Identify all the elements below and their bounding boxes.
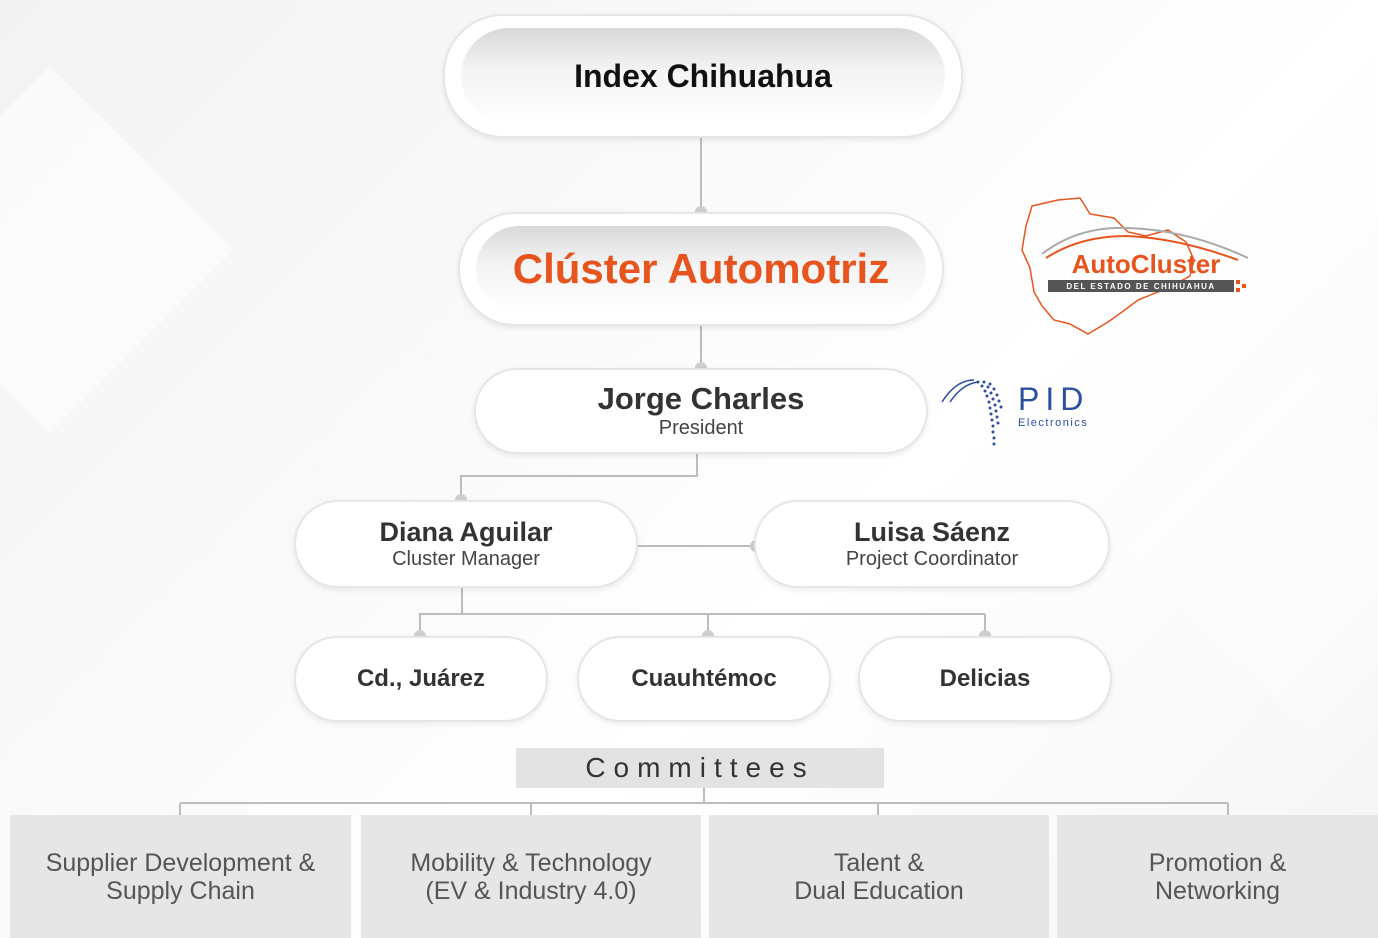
city-name: Cd., Juárez <box>356 665 486 692</box>
manager-name: Diana Aguilar <box>379 517 553 547</box>
committee-line: Talent & <box>833 849 925 877</box>
committee-line: Promotion & <box>1148 849 1287 877</box>
committee-line: Dual Education <box>794 877 964 905</box>
committee-box: Supplier Development & Supply Chain <box>10 815 351 938</box>
cluster-automotriz-title: Clúster Automotriz <box>512 245 890 292</box>
president-role: President <box>658 417 744 439</box>
committee-text: Supplier Development & Supply Chain <box>46 849 316 905</box>
pid-wordmark: PID <box>1018 381 1089 417</box>
committee-text: Talent & Dual Education <box>794 849 964 905</box>
cluster-automotriz-inner: Clúster Automotriz <box>476 226 926 312</box>
autocluster-wordmark: AutoCluster <box>1072 249 1221 279</box>
city-node: Cuauhtémoc <box>577 636 831 722</box>
index-chihuahua-inner: Index Chihuahua <box>461 28 945 124</box>
committee-box: Promotion & Networking <box>1057 815 1378 938</box>
committee-line: Supplier Development & <box>45 849 316 877</box>
city-name: Cuauhtémoc <box>631 665 777 692</box>
city-name: Delicias <box>939 665 1031 692</box>
committee-text: Promotion & Networking <box>1149 849 1287 905</box>
committee-line: (EV & Industry 4.0) <box>425 877 637 905</box>
committee-line: Mobility & Technology <box>410 849 652 877</box>
autocluster-tagline: DEL ESTADO DE CHIHUAHUA <box>1066 282 1215 291</box>
autocluster-logo: AutoCluster DEL ESTADO DE CHIHUAHUA <box>1021 197 1249 335</box>
manager-node: Diana Aguilar Cluster Manager <box>294 500 638 588</box>
committee-text: Mobility & Technology (EV & Industry 4.0… <box>410 849 651 905</box>
committees-label: Committees <box>516 748 884 788</box>
president-node: Jorge Charles President <box>474 368 928 454</box>
coordinator-role: Project Coordinator <box>845 548 1019 570</box>
president-name: Jorge Charles <box>597 381 805 416</box>
coordinator-node: Luisa Sáenz Project Coordinator <box>754 500 1110 588</box>
committee-box: Talent & Dual Education <box>709 815 1049 938</box>
index-chihuahua-node: Index Chihuahua <box>443 14 963 138</box>
committee-line: Supply Chain <box>106 877 255 905</box>
manager-role: Cluster Manager <box>392 548 540 570</box>
city-node: Delicias <box>858 636 1112 722</box>
committee-box: Mobility & Technology (EV & Industry 4.0… <box>361 815 701 938</box>
pid-tagline: Electronics <box>1018 417 1088 429</box>
cluster-automotriz-node: Clúster Automotriz <box>458 212 944 326</box>
index-chihuahua-title: Index Chihuahua <box>574 57 832 94</box>
coordinator-name: Luisa Sáenz <box>853 517 1011 547</box>
pid-electronics-logo: PID Electronics <box>941 379 1089 446</box>
committee-line: Networking <box>1154 877 1281 905</box>
city-node: Cd., Juárez <box>294 636 548 722</box>
